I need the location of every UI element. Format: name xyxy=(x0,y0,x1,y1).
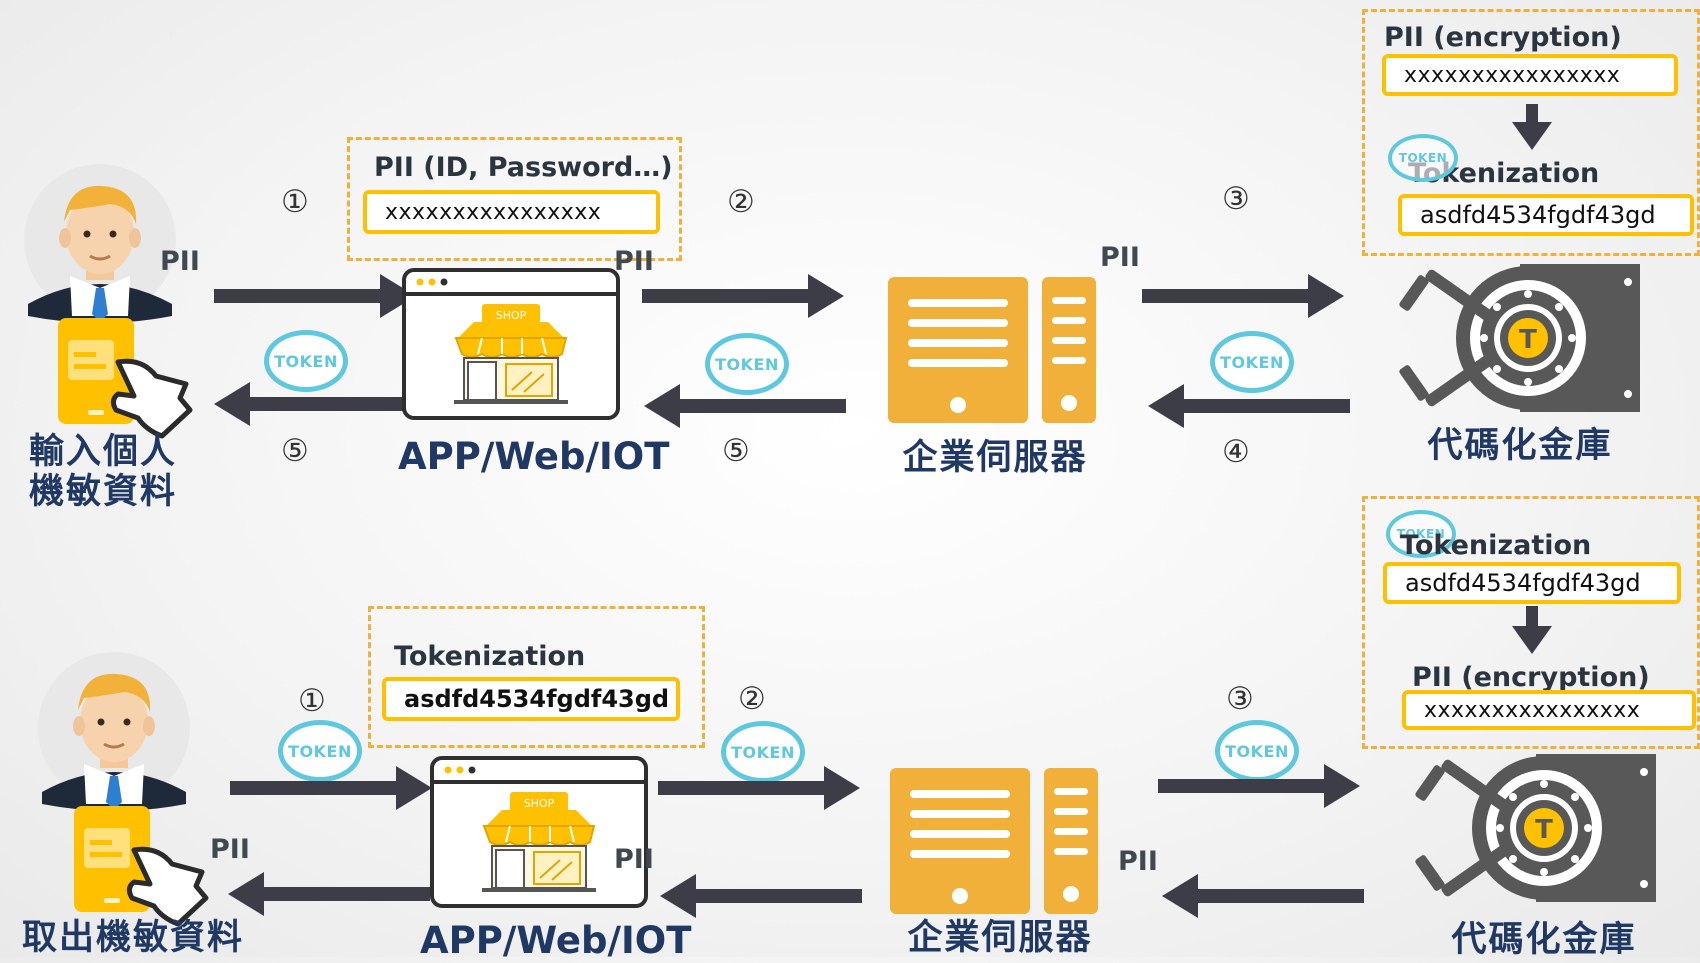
app-token-value: asdfd4534fgdf43gd xyxy=(382,677,680,721)
server-caption: 企業伺服器 xyxy=(907,918,1093,958)
step-number: ② xyxy=(727,184,755,220)
arrow-down-icon xyxy=(1512,104,1552,150)
shop-sign: SHOP xyxy=(496,309,527,322)
step-number: ③ xyxy=(1226,681,1254,717)
step-number: ④ xyxy=(1222,434,1250,470)
pii-label: PII xyxy=(614,246,654,277)
user-input-caption: 輸入個人 機敏資料 xyxy=(18,432,188,513)
arrow-down-icon xyxy=(1512,606,1552,654)
step-number: ② xyxy=(738,681,766,717)
step-number: ③ xyxy=(1222,181,1250,217)
arrow-right-icon xyxy=(230,766,432,810)
pii-label: PII xyxy=(210,834,250,865)
vault-data-box xyxy=(1362,9,1700,256)
user-avatar-icon xyxy=(36,650,192,813)
arrow-left-icon xyxy=(214,382,416,426)
vault-enc-value: xxxxxxxxxxxxxxxx xyxy=(1382,54,1678,96)
caption-line: 輸入個人 xyxy=(28,432,177,472)
vault-icon xyxy=(1398,264,1640,412)
vault-enc-heading: PII (encryption) xyxy=(1412,662,1650,693)
vault-enc-value: xxxxxxxxxxxxxxxx xyxy=(1402,690,1696,730)
server-icon xyxy=(890,768,1098,914)
shop-sign: SHOP xyxy=(524,797,555,810)
pii-label: PII xyxy=(160,246,200,277)
app-pii-heading: PII (ID, Password…) xyxy=(374,152,673,183)
arrow-left-icon xyxy=(1148,384,1350,428)
token-badge: TOKEN xyxy=(278,720,362,782)
token-badge: TOKEN xyxy=(705,333,789,395)
vault-caption: 代碼化金庫 xyxy=(1427,426,1613,466)
user-retrieve-caption: 取出機敏資料 xyxy=(21,918,244,958)
vault-tok-value: asdfd4534fgdf43gd xyxy=(1383,562,1681,604)
pii-label: PII xyxy=(614,844,654,875)
arrow-right-icon xyxy=(658,766,860,810)
step-number: ⑤ xyxy=(722,433,750,469)
token-badge: TOKEN xyxy=(264,330,348,392)
token-badge: TOKEN xyxy=(1386,510,1456,558)
vault-caption: 代碼化金庫 xyxy=(1451,920,1637,960)
vault-enc-heading: PII (encryption) xyxy=(1384,22,1622,53)
arrow-left-icon xyxy=(1162,874,1364,918)
arrow-right-icon xyxy=(1158,764,1360,808)
vault-icon xyxy=(1414,754,1656,902)
server-icon xyxy=(888,277,1096,423)
app-window-icon: SHOP xyxy=(430,756,648,908)
step-number: ① xyxy=(298,683,326,719)
vault-tok-value: asdfd4534fgdf43gd xyxy=(1398,194,1694,236)
app-caption: APP/Web/IOT xyxy=(420,919,692,962)
app-token-heading: Tokenization xyxy=(394,641,586,672)
app-window-icon: SHOP xyxy=(402,268,620,420)
caption-line: 機敏資料 xyxy=(28,472,177,513)
pii-label: PII xyxy=(1100,242,1140,273)
phone-retrieve-icon xyxy=(74,806,214,930)
app-token-box xyxy=(368,606,705,748)
step-number: ⑤ xyxy=(281,433,309,469)
app-caption: APP/Web/IOT xyxy=(398,435,670,478)
arrow-left-icon xyxy=(660,874,862,918)
step-number: ① xyxy=(281,184,309,220)
arrow-left-icon xyxy=(228,872,430,916)
vault-tok-heading: Tokenization xyxy=(1400,530,1592,561)
token-badge: TOKEN xyxy=(1215,720,1299,782)
token-badge: TOKEN xyxy=(1210,331,1294,393)
user-avatar-icon xyxy=(22,162,178,325)
token-badge: TOKEN xyxy=(1388,134,1458,182)
phone-input-icon xyxy=(58,318,198,442)
pii-label: PII xyxy=(1118,846,1158,877)
vault-data-box xyxy=(1362,496,1700,749)
app-pii-value: xxxxxxxxxxxxxxxx xyxy=(363,190,660,234)
server-caption: 企業伺服器 xyxy=(902,438,1088,478)
token-badge: TOKEN xyxy=(721,721,805,783)
app-pii-box xyxy=(347,137,682,261)
